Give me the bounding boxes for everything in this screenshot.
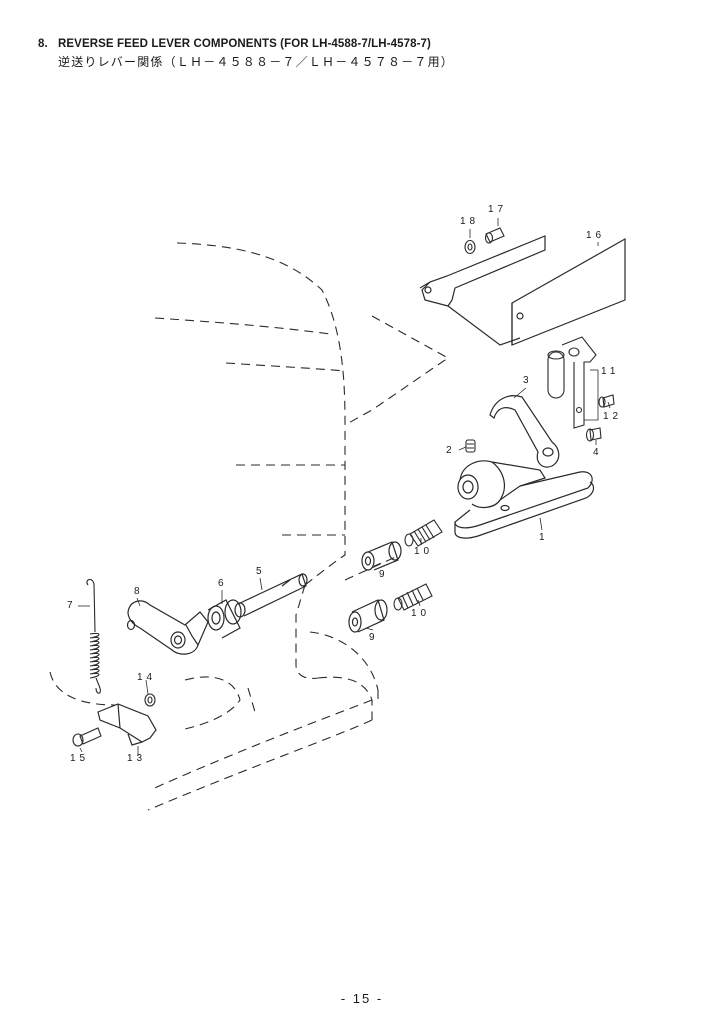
part-3-link bbox=[489, 395, 560, 468]
section-header: 8. REVERSE FEED LEVER COMPONENTS (FOR LH-… bbox=[38, 38, 454, 70]
callout-4: 4 bbox=[593, 447, 603, 458]
part-8-crank bbox=[126, 600, 209, 655]
callout-10-upper: 10 bbox=[414, 546, 434, 557]
callout-6: 6 bbox=[218, 578, 228, 589]
part-5-shaft bbox=[234, 573, 308, 618]
callout-5: 5 bbox=[256, 566, 266, 577]
callout-14: 14 bbox=[137, 672, 157, 683]
machine-body-outline bbox=[49, 242, 450, 811]
part-10-hinge-screw-upper bbox=[404, 519, 443, 547]
callout-11: 11 bbox=[601, 366, 620, 377]
callout-9-lower: 9 bbox=[369, 632, 379, 643]
part-17-screw bbox=[484, 227, 505, 244]
part-2-set-screw bbox=[465, 439, 476, 453]
section-number: 8. bbox=[38, 38, 48, 50]
part-7-spring bbox=[86, 578, 101, 694]
part-10-hinge-screw-lower bbox=[393, 583, 433, 611]
callout-15: 15 bbox=[70, 753, 90, 764]
section-title-ja: 逆送りレバー関係（ＬＨ－４５８８－７／ＬＨ－４５７８－７用） bbox=[58, 55, 455, 69]
callout-9-upper: 9 bbox=[379, 569, 389, 580]
callout-13: 13 bbox=[127, 753, 147, 764]
part-18-washer bbox=[464, 239, 476, 255]
section-title-en-text: REVERSE FEED LEVER COMPONENTS (FOR LH-45… bbox=[58, 38, 431, 50]
part-1-reverse-feed-lever bbox=[454, 460, 595, 539]
part-14-collar bbox=[144, 693, 156, 707]
section-title-en: 8. REVERSE FEED LEVER COMPONENTS (FOR LH-… bbox=[38, 38, 454, 50]
callout-1: 1 bbox=[539, 532, 549, 543]
page-number: - 15 - bbox=[340, 991, 384, 1006]
callout-12: 12 bbox=[603, 411, 623, 422]
part-13-stopper-plate bbox=[97, 703, 157, 746]
callout-16: 16 bbox=[586, 230, 606, 241]
callout-7: 7 bbox=[67, 600, 77, 611]
callout-10-lower: 10 bbox=[411, 608, 431, 619]
part-9-sleeve-upper bbox=[361, 541, 402, 571]
callout-18: 18 bbox=[460, 216, 480, 227]
part-16-cover-plate bbox=[419, 235, 626, 346]
part-12-screw bbox=[598, 394, 615, 408]
part-4-screw bbox=[585, 427, 602, 442]
callout-8: 8 bbox=[134, 586, 144, 597]
part-15-screw bbox=[72, 727, 102, 747]
callout-2: 2 bbox=[446, 445, 456, 456]
part-9-sleeve-lower bbox=[348, 599, 388, 633]
callout-3: 3 bbox=[523, 375, 533, 386]
part-6-bushing bbox=[207, 599, 242, 639]
part-11-bracket bbox=[547, 336, 597, 429]
leader-lines bbox=[78, 218, 611, 756]
callout-17: 17 bbox=[488, 204, 508, 215]
